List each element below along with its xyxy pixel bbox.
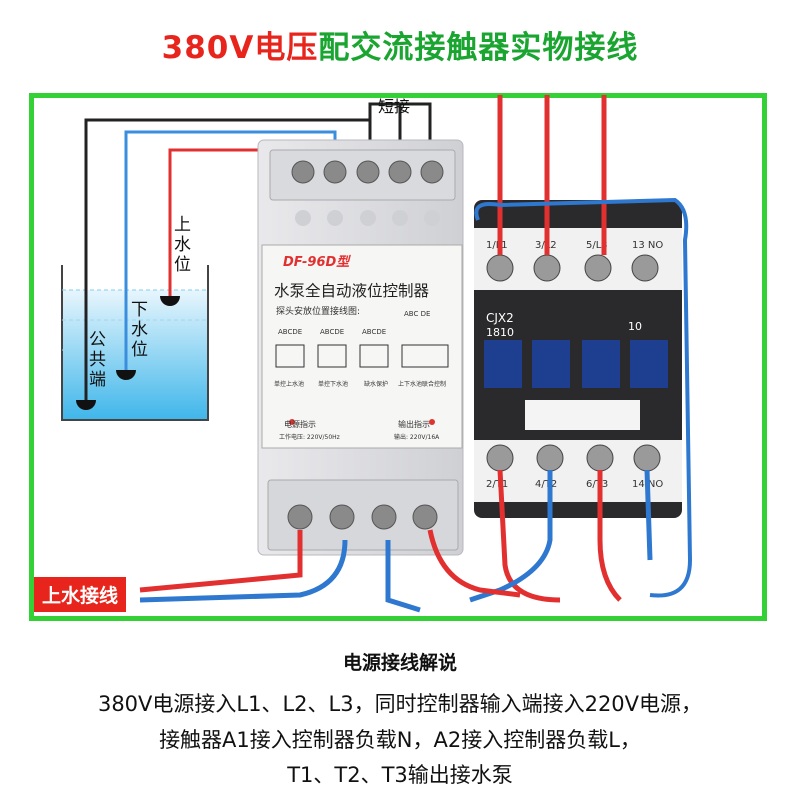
contactor-term-1: 1/L1 xyxy=(486,240,508,251)
explanation-heading: 电源接线解说 xyxy=(342,652,457,674)
power-input-wires xyxy=(474,95,693,598)
terminals-a-e-2: ABCDE xyxy=(320,328,344,336)
explanation-line-1: 380V电源接入L1、L2、L3，同时控制器输入端接入220V电源， xyxy=(97,692,703,716)
probe-upper xyxy=(160,296,180,306)
contactor-term-6: 6/T3 xyxy=(586,479,608,490)
probe-common xyxy=(76,400,96,410)
terminals-a-e-4: ABC DE xyxy=(404,310,430,318)
controller-name: 水泵全自动液位控制器 xyxy=(274,282,430,300)
explanation-line-2: 接触器A1接入控制器负载N，A2接入控制器负载L， xyxy=(159,728,641,752)
output-spec: 输出: 220V/16A xyxy=(394,433,440,441)
terminal-letters xyxy=(295,210,440,226)
page-title: 380V电压配交流接触器实物接线 xyxy=(0,22,800,67)
diagram-frame xyxy=(29,93,767,621)
contactor xyxy=(474,200,682,518)
power-indicator xyxy=(289,419,295,425)
explanation-line-3: T1、T2、T3输出接水泵 xyxy=(287,763,513,787)
power-spec: 工作电压: 220V/50Hz xyxy=(279,433,340,441)
contactor-term-5: 5/L3 xyxy=(586,240,608,251)
terminals-a-e-3: ABCDE xyxy=(362,328,386,336)
common-label: 公共端 xyxy=(89,330,106,390)
upper-level-label: 上水位 xyxy=(174,215,191,275)
short-connect-label: 短接 xyxy=(378,97,410,116)
controller-bottom-screws xyxy=(287,504,438,530)
contactor-aux: 10 xyxy=(628,320,642,333)
title-red-part: 380V电压 xyxy=(161,30,319,66)
contactor-top-screws xyxy=(486,254,659,282)
power-label: 电源指示 xyxy=(284,419,316,429)
output-indicator xyxy=(429,419,435,425)
caption-2: 单控下水池 xyxy=(318,380,348,388)
caption-1: 单控上水池 xyxy=(274,380,304,388)
level-controller xyxy=(257,139,464,556)
output-wires xyxy=(139,469,653,613)
lower-level-label: 下水位 xyxy=(131,300,148,360)
contactor-term-4: 4/T2 xyxy=(535,479,557,490)
upper-water-badge: 上水接线 xyxy=(34,577,127,612)
title-green-part: 配交流接触器实物接线 xyxy=(318,30,639,66)
controller-model: DF-96D型 xyxy=(283,254,351,270)
terminals-a-e-1: ABCDE xyxy=(278,328,302,336)
contactor-term-2: 2/T1 xyxy=(486,479,508,490)
contactor-rating: 1810 xyxy=(486,326,514,339)
probe-diagrams xyxy=(275,344,449,368)
contactor-blue-blocks xyxy=(484,340,668,388)
probe-lower xyxy=(116,370,136,380)
output-label: 输出指示 xyxy=(398,419,430,429)
contactor-label-strip xyxy=(525,400,640,430)
contactor-term-13: 13 NO xyxy=(632,240,663,251)
caption-4: 上下水池联合控制 xyxy=(398,380,446,388)
probe-title: 探头安放位置接线图: xyxy=(276,305,360,317)
caption-3: 缺水保护 xyxy=(364,380,388,388)
contactor-bottom-screws xyxy=(486,444,661,472)
controller-top-screws xyxy=(291,160,444,184)
contactor-model: CJX2 xyxy=(486,311,514,325)
